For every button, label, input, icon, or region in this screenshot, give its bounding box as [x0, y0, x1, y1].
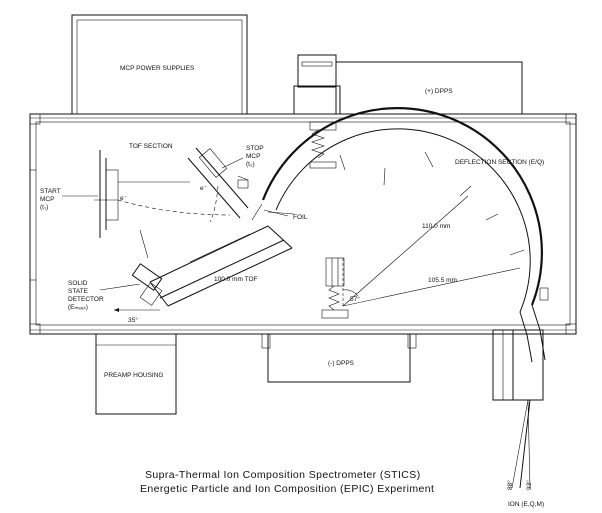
start-mcp-assembly: [94, 150, 190, 259]
angle-35-label: 35°: [128, 316, 138, 324]
start-mcp-label-3: (t₁): [40, 204, 48, 211]
start-mcp-label-1: START: [40, 188, 61, 195]
electron-paths: [117, 185, 231, 223]
angle-57-label: 57°: [350, 295, 360, 303]
preamp-housing-label: PREAMP HOUSING: [104, 372, 163, 379]
radius-lines: [342, 195, 521, 307]
positive-dpps-label: (+) DPPS: [425, 88, 453, 95]
ssd-label-3: DETECTOR: [68, 296, 104, 303]
start-mcp-label-2: MCP: [40, 196, 54, 203]
angle-88-label: 88°: [506, 480, 514, 490]
stop-mcp-assembly: [187, 147, 249, 219]
ion-label: ION (E,Q,M): [508, 501, 544, 508]
negative-dpps-label: (-) DPPS: [328, 360, 355, 367]
deflection-section-label: DEFLECTION SECTION (E/Q): [455, 159, 544, 166]
stop-mcp-label-3: (t₂): [246, 161, 255, 168]
electron-label-2: e⁻: [200, 185, 208, 192]
main-housing: [29, 113, 577, 335]
stop-mcp-leader: [221, 157, 244, 169]
preamp-housing-box: [95, 333, 177, 415]
angle-35-marker: [114, 308, 160, 312]
radius-outer-label: 110.0 mm: [422, 223, 450, 230]
ssd-label-1: SOLID: [68, 280, 88, 287]
angle-93-label: 93°: [525, 480, 533, 490]
caption-line-2: Energetic Particle and Ion Composition (…: [140, 483, 434, 495]
mcp-power-supplies-label: MCP POWER SUPPLIES: [120, 65, 195, 72]
negative-dpps-box: [261, 333, 417, 383]
ion-entrance-collimator: [492, 287, 549, 489]
ssd-label-2: STATE: [68, 288, 89, 295]
tof-section-label: TOF SECTION: [129, 143, 173, 150]
electron-label-1: e⁻: [120, 195, 128, 202]
positive-dpps-box: [293, 54, 523, 115]
ssd-leader: [99, 283, 141, 291]
foil-label: FOIL: [293, 214, 308, 221]
tof-length-label: 100.0 mm TOF: [214, 276, 257, 283]
deflection-plates: [261, 107, 546, 363]
solid-state-detector: [131, 263, 163, 306]
stop-mcp-label-1: STOP: [246, 145, 264, 152]
ssd-label-4: (Eₘₑₐₛ): [68, 304, 88, 311]
caption-line-1: Supra-Thermal Ion Composition Spectromet…: [145, 469, 421, 481]
bottom-bellows: [321, 257, 349, 319]
radius-inner-label: 105.5 mm: [428, 277, 457, 284]
foil-leader: [263, 209, 289, 217]
tof-tube: [149, 225, 293, 307]
stop-mcp-label-2: MCP: [246, 153, 260, 160]
